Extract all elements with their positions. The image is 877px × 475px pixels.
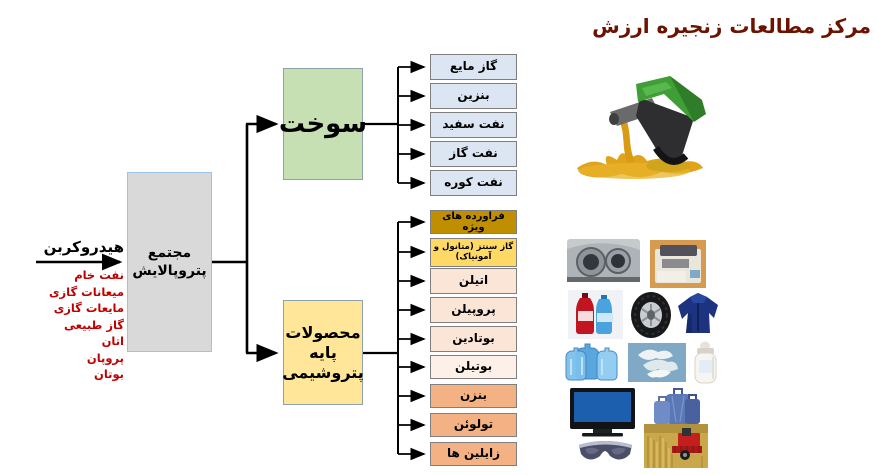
beverage-bottles-image	[568, 290, 623, 339]
plastic-bags-image	[628, 343, 686, 382]
fuel-product-lpg: گاز مایع	[430, 54, 517, 80]
petchem-product-butylene: بوتیلن	[430, 355, 517, 379]
feedstock-list: نفت خام میعانات گازی مایعات گازی گاز طبی…	[20, 267, 124, 383]
sunglasses-image	[577, 436, 634, 466]
fleece-jacket-image	[676, 291, 721, 337]
refinery-complex-node: مجتمع پتروپالایش	[127, 172, 212, 352]
feedstock-item: اتان	[101, 334, 124, 348]
petchem-product-xylenes: زایلین ها	[430, 442, 517, 466]
luggage-image	[652, 386, 702, 428]
water-jugs-image	[564, 341, 621, 384]
feedstock-item: بوتان	[94, 367, 124, 381]
feedstock-item: مایعات گازی	[53, 301, 124, 315]
petchem-product-propylene: پروپیلن	[430, 297, 517, 323]
petchem-product-benzene: بنزن	[430, 384, 517, 408]
page-title: مرکز مطالعات زنجیره ارزش	[592, 14, 871, 38]
harvester-image	[644, 424, 708, 468]
tire-image	[630, 291, 673, 339]
tv-image	[569, 387, 636, 437]
fuel-nozzle-image	[572, 56, 707, 194]
printer-image	[650, 240, 706, 288]
feedstock-item: میعانات گازی	[49, 284, 124, 299]
petchem-product-syngas: گاز سنتز (متانول و آمونیاک)	[430, 238, 517, 267]
petrochemical-branch-node: محصولات پایه پتروشیمی	[282, 300, 364, 405]
fuel-product-fueloil: نفت کوره	[430, 170, 517, 196]
fuel-product-gasoline: بنزین	[430, 83, 517, 109]
petchem-product-butadiene: بوتادین	[430, 326, 517, 352]
headlight-image	[567, 239, 640, 282]
petchem-product-ethylene: اتیلن	[430, 268, 517, 294]
fuel-product-gasoil: نفت گاز	[430, 141, 517, 167]
feedstock-item: پروپان	[86, 350, 124, 365]
baby-bottle-image	[690, 340, 721, 385]
feedstock-item: گاز طبیعی	[64, 317, 124, 332]
fuel-product-kerosene: نفت سفید	[430, 112, 517, 138]
feedstock-item: نفت خام	[74, 268, 124, 282]
hydrocarbon-input-label: هیدروکربن	[43, 238, 124, 256]
petchem-product-special: فراورده های ویژه	[430, 210, 517, 234]
petchem-product-toluene: تولوئن	[430, 413, 517, 437]
fuel-branch-node: سوخت	[279, 68, 367, 180]
